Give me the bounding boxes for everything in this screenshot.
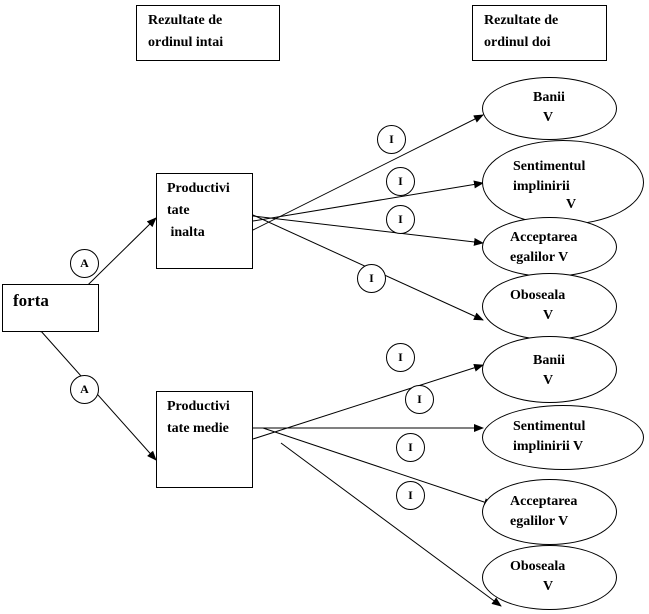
header-second-order: Rezultate de ordinul doi bbox=[472, 5, 607, 61]
header-second-order-line-2: ordinul doi bbox=[484, 35, 551, 50]
arrow-medium-to-banii bbox=[252, 363, 484, 440]
arrow-high-to-acceptare bbox=[252, 215, 484, 246]
outcome-high-oboseala-line-1: Oboseala bbox=[510, 288, 566, 303]
outcome-medium-banii-line-2: V bbox=[543, 373, 554, 388]
outcome-high-sentiment-line-2: implinirii bbox=[513, 179, 570, 194]
outcome-high-sentiment: Sentimentul implinirii V bbox=[482, 140, 644, 225]
outcome-medium-sentiment-line-2: implinirii V bbox=[513, 439, 584, 454]
outcome-medium-sentiment: Sentimentul implinirii V bbox=[482, 405, 644, 470]
outcome-medium-oboseala: Oboseala V bbox=[482, 545, 617, 610]
outcome-high-banii-line-2: V bbox=[543, 110, 554, 125]
node-productivity-high-line-1: Productivi bbox=[167, 181, 230, 196]
arrow-high-to-sentiment bbox=[252, 180, 484, 222]
link-label-i-high-banii: I bbox=[377, 125, 406, 154]
source-node-forta: forta bbox=[2, 284, 99, 332]
source-node-label: forta bbox=[13, 291, 49, 310]
node-productivity-high-line-3: inalta bbox=[167, 225, 205, 240]
link-label-i-medium-banii: I bbox=[386, 343, 415, 372]
link-label-a-high: A bbox=[70, 249, 99, 278]
arrow-medium-to-acceptare bbox=[262, 427, 494, 506]
outcome-high-sentiment-line-3: V bbox=[566, 197, 577, 212]
outcome-medium-acceptare-line-1: Acceptarea bbox=[510, 494, 578, 509]
node-productivity-high-line-2: tate bbox=[167, 203, 190, 218]
outcome-medium-acceptare-line-2: egalilor V bbox=[510, 514, 569, 529]
outcome-high-banii: Banii V bbox=[482, 77, 617, 140]
node-productivity-medium-line-1: Productivi bbox=[167, 399, 230, 414]
outcome-medium-oboseala-line-1: Oboseala bbox=[510, 559, 566, 574]
outcome-high-acceptare: Acceptarea egalilor V bbox=[482, 217, 617, 277]
node-productivity-high: Productivi tate inalta bbox=[156, 173, 253, 269]
outcome-high-banii-line-1: Banii bbox=[533, 90, 565, 105]
node-productivity-medium: Productivi tate medie bbox=[156, 391, 253, 488]
outcome-medium-banii-line-1: Banii bbox=[533, 353, 565, 368]
outcome-medium-oboseala-line-2: V bbox=[543, 579, 554, 594]
link-label-i-medium-oboseala: I bbox=[396, 481, 425, 510]
outcome-high-sentiment-line-1: Sentimentul bbox=[513, 159, 586, 174]
link-label-i-medium-acceptare: I bbox=[396, 433, 425, 462]
node-productivity-medium-line-2: tate medie bbox=[167, 421, 229, 436]
header-second-order-line-1: Rezultate de bbox=[484, 13, 559, 28]
link-label-a-medium: A bbox=[70, 375, 99, 404]
outcome-medium-acceptare: Acceptarea egalilor V bbox=[482, 479, 617, 545]
arrow-forta-to-medium bbox=[39, 329, 157, 461]
outcome-medium-sentiment-line-1: Sentimentul bbox=[513, 419, 586, 434]
link-label-i-medium-sentiment: I bbox=[405, 385, 434, 414]
outcome-high-oboseala: Oboseala V bbox=[482, 273, 617, 340]
header-first-order-line-2: ordinul intai bbox=[148, 35, 224, 50]
link-label-i-high-sentiment: I bbox=[386, 167, 415, 196]
link-label-i-high-acceptare: I bbox=[386, 205, 415, 234]
header-first-order-line-1: Rezultate de bbox=[148, 13, 223, 28]
outcome-high-acceptare-line-2: egalilor V bbox=[510, 250, 569, 265]
header-first-order: Rezultate de ordinul intai bbox=[136, 5, 280, 61]
outcome-medium-banii: Banii V bbox=[482, 336, 617, 403]
arrow-medium-to-oboseala bbox=[280, 442, 502, 607]
outcome-high-acceptare-line-1: Acceptarea bbox=[510, 230, 578, 245]
arrow-high-to-banii bbox=[252, 114, 484, 231]
outcome-high-oboseala-line-2: V bbox=[543, 308, 554, 323]
link-label-i-high-oboseala: I bbox=[357, 264, 386, 293]
